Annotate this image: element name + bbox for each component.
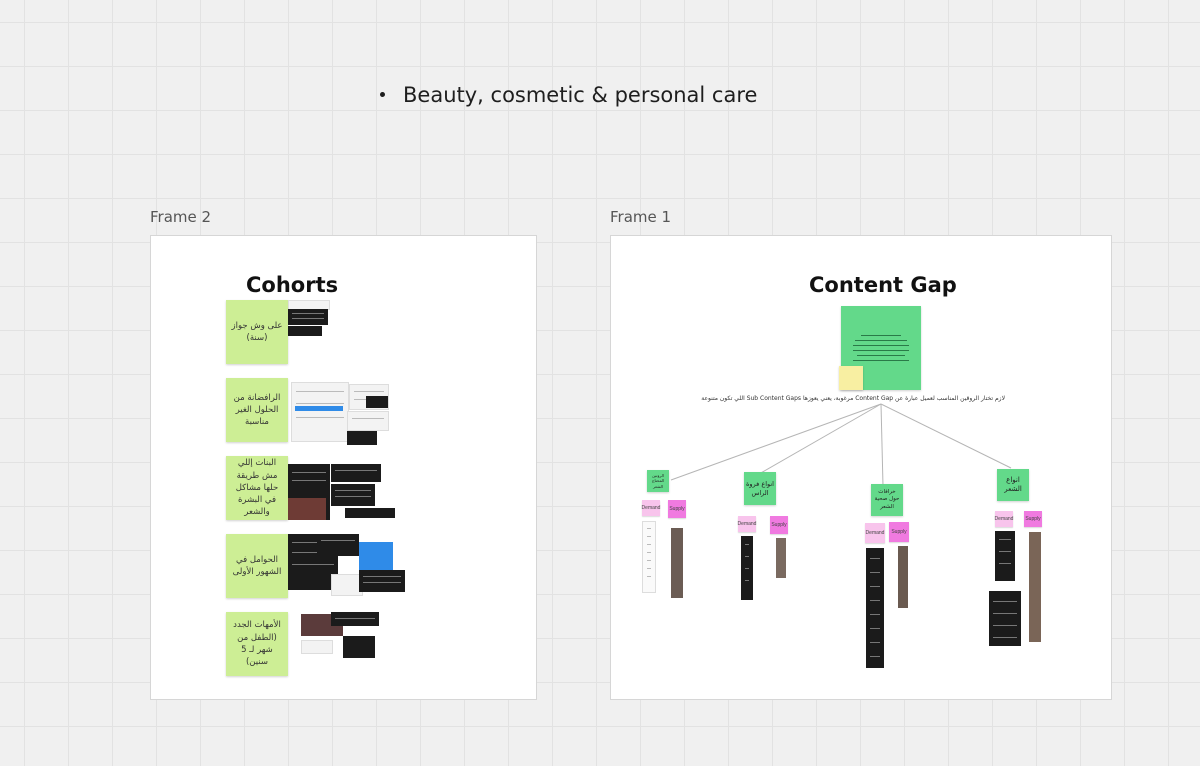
thumbnail[interactable] xyxy=(295,406,343,411)
branch-4-supply[interactable]: Supply xyxy=(1024,511,1042,527)
thumbnail[interactable] xyxy=(331,484,375,506)
thumbnail[interactable] xyxy=(366,396,388,408)
frame-2-label[interactable]: Frame 2 xyxy=(150,208,212,226)
frame-1-label[interactable]: Frame 1 xyxy=(610,208,672,226)
branch-1-demand[interactable]: Demand xyxy=(642,500,660,516)
sticky-text-lines xyxy=(853,331,909,365)
branch-2-demand-list[interactable] xyxy=(741,536,753,600)
thumbnail[interactable] xyxy=(331,612,379,626)
branch-2-supply-images[interactable] xyxy=(776,538,786,578)
thumbnail[interactable] xyxy=(288,326,322,336)
branch-4-demand[interactable]: Demand xyxy=(995,511,1013,527)
bullet-dot xyxy=(380,91,385,97)
cohort-sticky-3[interactable]: البنات إللي مش طريقة حلها مشاكل في البشر… xyxy=(226,456,288,520)
content-gap-title[interactable]: Content Gap xyxy=(809,273,957,297)
branch-1-supply[interactable]: Supply xyxy=(668,500,686,518)
branch-3-sticky[interactable]: خرافات حول صحية الشعر xyxy=(871,484,903,516)
cohort-sticky-5[interactable]: الأمهات الجدد (الطفل من شهر لـ 5 سنين) xyxy=(226,612,288,676)
cohort-sticky-1[interactable]: على وش جواز (سنة) xyxy=(226,300,288,364)
thumbnail[interactable] xyxy=(347,431,377,445)
thumbnail[interactable] xyxy=(343,636,375,658)
branch-4-demand-list[interactable] xyxy=(995,531,1015,581)
cohorts-title[interactable]: Cohorts xyxy=(246,273,339,297)
branch-2-sticky[interactable]: انواع فروة الراس xyxy=(744,472,776,505)
branch-4-supply-images[interactable] xyxy=(1029,532,1041,642)
branch-4-sticky[interactable]: انواع الشعر xyxy=(997,469,1029,501)
branch-1-demand-list[interactable] xyxy=(642,521,656,593)
thumbnail[interactable] xyxy=(359,542,393,572)
thumbnail[interactable] xyxy=(331,464,381,482)
cohort-sticky-4[interactable]: الحوامل في الشهور الأولى xyxy=(226,534,288,598)
thumbnail[interactable] xyxy=(317,534,359,556)
bullet-text: Beauty, cosmetic & personal care xyxy=(403,83,758,107)
branch-3-supply[interactable]: Supply xyxy=(889,522,909,542)
branch-3-demand-list[interactable] xyxy=(866,548,884,668)
thumbnail[interactable] xyxy=(291,382,349,442)
branch-2-demand[interactable]: Demand xyxy=(738,516,756,532)
canvas-bullet-text[interactable]: Beauty, cosmetic & personal care xyxy=(380,83,757,107)
branch-connectors xyxy=(670,403,1012,487)
yellow-note-sticky[interactable] xyxy=(839,366,863,390)
frame-1[interactable]: Content Gap لازم تختار الروقين المناسب ل… xyxy=(610,235,1112,700)
cohort-sticky-2[interactable]: الرافضانة من الحلول الغير مناسبة xyxy=(226,378,288,442)
thumbnail[interactable] xyxy=(359,570,405,592)
branch-4-demand-list-2[interactable] xyxy=(989,591,1021,646)
branch-1-supply-images[interactable] xyxy=(671,528,683,598)
content-gap-caption[interactable]: لازم تختار الروقين المناسب لعميل عبارة ع… xyxy=(701,395,1005,402)
branch-3-supply-images[interactable] xyxy=(898,546,908,608)
branch-2-supply[interactable]: Supply xyxy=(770,516,788,534)
frame-2[interactable]: Cohorts على وش جواز (سنة) الرافضانة من ا… xyxy=(150,235,537,700)
thumbnail[interactable] xyxy=(301,640,333,654)
thumbnail[interactable] xyxy=(288,309,328,325)
thumbnail[interactable] xyxy=(288,498,326,520)
thumbnail[interactable] xyxy=(347,411,389,431)
branch-1-sticky[interactable]: الروتين المحتاج الشعر xyxy=(647,470,669,492)
branch-3-demand[interactable]: Demand xyxy=(865,523,885,543)
thumbnail[interactable] xyxy=(345,508,395,518)
